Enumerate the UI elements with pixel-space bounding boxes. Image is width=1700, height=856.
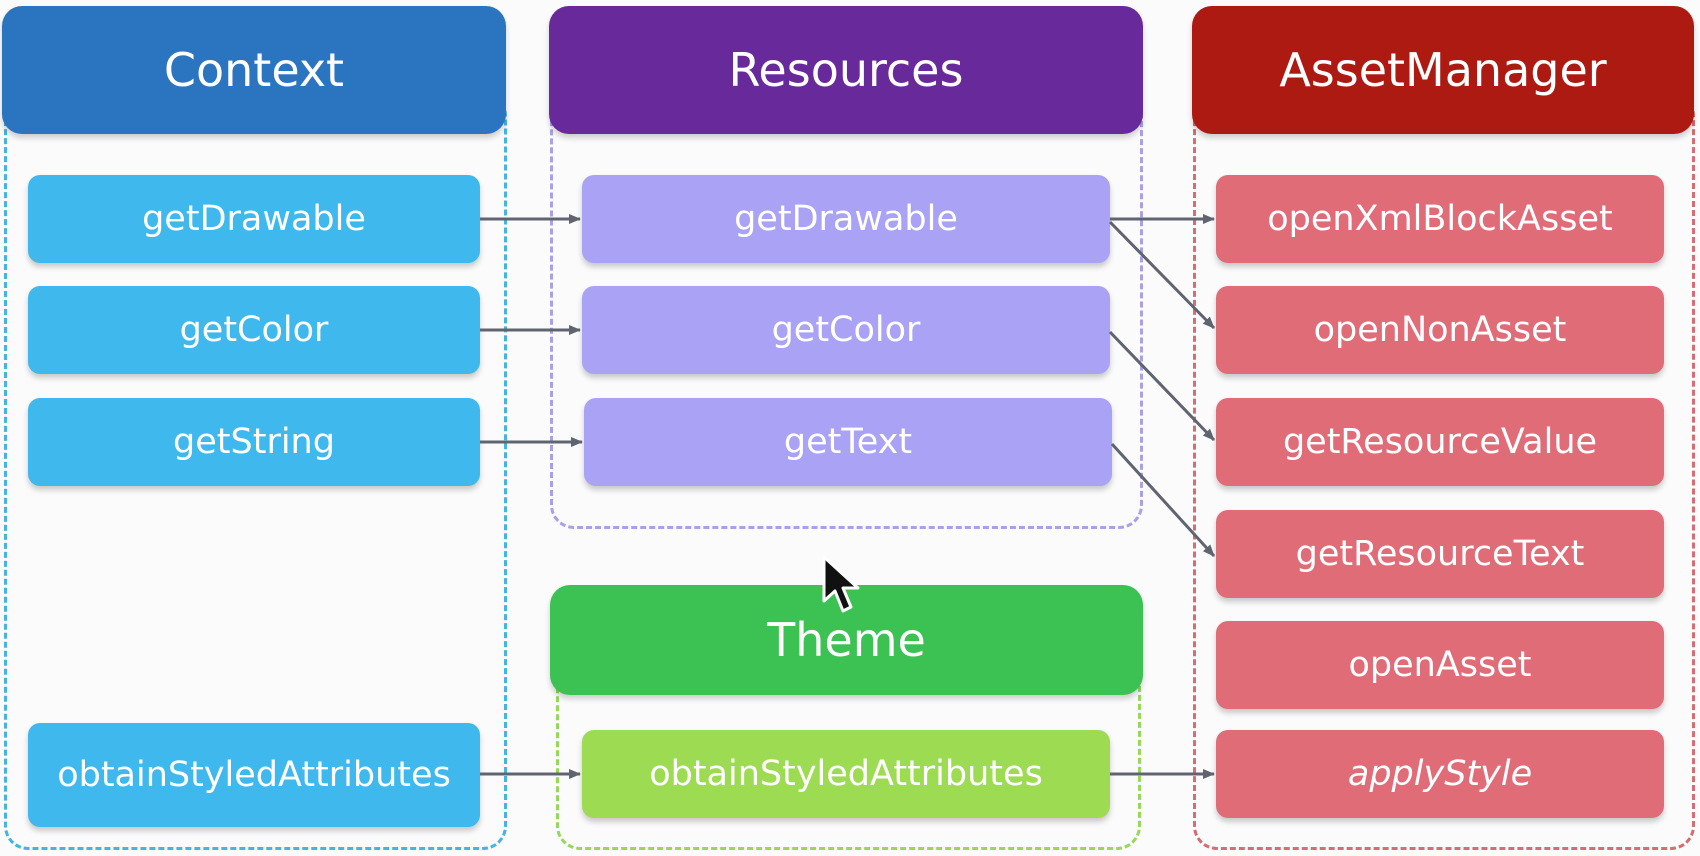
asset-manager-header: AssetManager <box>1192 6 1694 134</box>
context-method-obtainstyledattributes: obtainStyledAttributes <box>28 723 480 827</box>
resources-method-getdrawable: getDrawable <box>582 175 1110 263</box>
context-method-getcolor: getColor <box>28 286 480 374</box>
theme-method-obtainstyledattributes: obtainStyledAttributes <box>582 730 1110 818</box>
asset-method-opennonasset: openNonAsset <box>1216 286 1664 374</box>
asset-method-getresourcevalue: getResourceValue <box>1216 398 1664 486</box>
resources-method-gettext: getText <box>584 398 1112 486</box>
context-method-getstring: getString <box>28 398 480 486</box>
asset-method-openxmlblockasset: openXmlBlockAsset <box>1216 175 1664 263</box>
asset-method-applystyle: applyStyle <box>1216 730 1664 818</box>
context-header: Context <box>2 6 506 134</box>
mouse-cursor-icon <box>822 555 860 613</box>
resources-method-getcolor: getColor <box>582 286 1110 374</box>
asset-method-openasset: openAsset <box>1216 621 1664 709</box>
context-method-getdrawable: getDrawable <box>28 175 480 263</box>
asset-method-getresourcetext: getResourceText <box>1216 510 1664 598</box>
resources-header: Resources <box>549 6 1143 134</box>
